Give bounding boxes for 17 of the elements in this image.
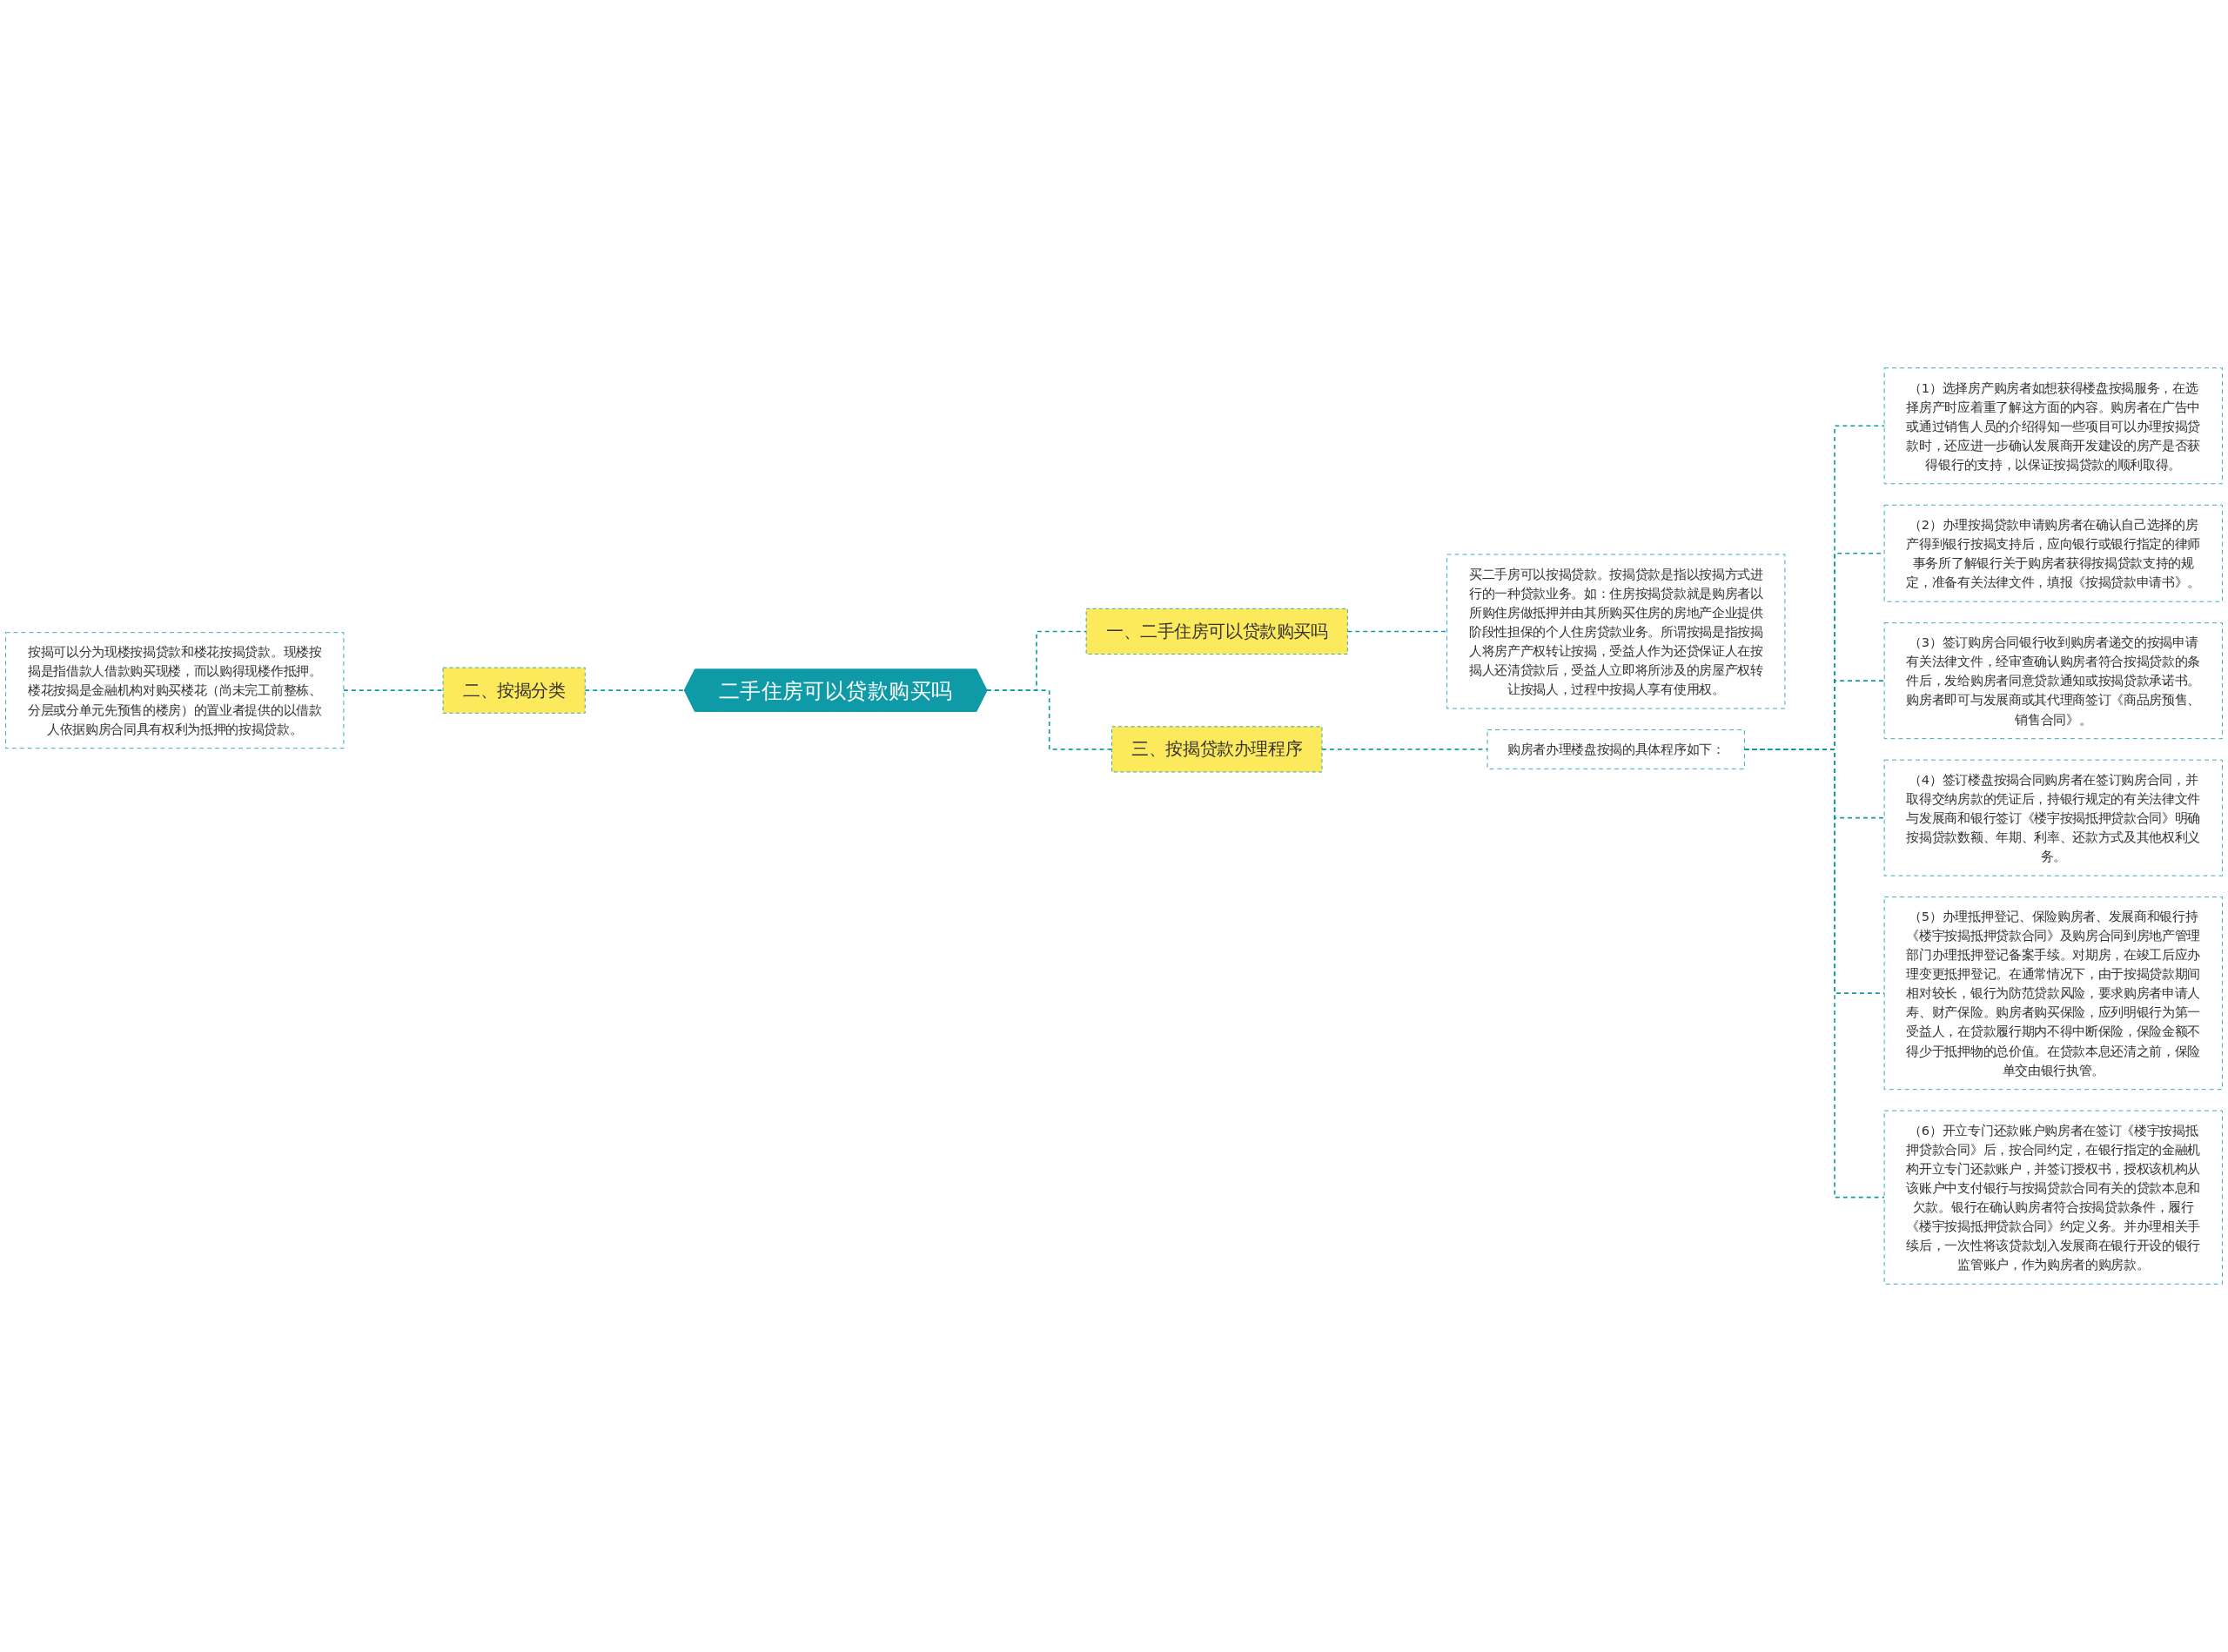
connector: [343, 689, 444, 691]
node-box: 购房者办理楼盘按揭的具体程序如下：: [1486, 729, 1745, 769]
connector: [1321, 749, 1488, 750]
node-box: （5）办理抵押登记、保险购房者、发展商和银行持《楼宇按揭抵押贷款合同》及购房合同到房地产管理部门办理抵押登记备案手续。对期房，在竣工后应办理变更抵押登记。在通常情况下，由于按揭贷款期间相对较长，银行为防范贷款风险，要求购房者申请人寿、财产保险。购房者购买保险，应列明银行为第一受益人，在贷款履行期内不得中断保险，保险金额不得少于抵押物的总价值。在贷款本息还清之前，保险单交由银行执管。: [1883, 897, 2223, 1091]
node-box: （6）开立专门还款账户购房者在签订《楼宇按揭抵押贷款合同》后，按合同约定，在银行指定的金融机构开立专门还款账户，并签订授权书，授权该机构从该账户中支付银行与按揭贷款合同有关的贷款本息和欠款。银行在确认购房者符合按揭贷款条件，履行《楼宇按揭抵押贷款合同》约定义务。并办理相关手续后，一次性将该贷款划入发展商在银行开设的银行监管账户，作为购房者的购房款。: [1883, 1110, 2223, 1285]
node-box: 二、按揭分类: [442, 667, 586, 714]
node-box: 买二手房可以按揭贷款。按揭贷款是指以按揭方式进行的一种贷款业务。如：住房按揭贷款就是购房者以所购住房做抵押并由其所购买住房的房地产企业提供阶段性担保的个人住房贷款业务。所谓按揭是指按揭人将房产产权转让按揭，受益人作为还贷保证人在按揭人还清贷款后，受益人立即将所涉及的房屋产权转让按揭人，过程中按揭人享有使用权。: [1446, 554, 1786, 709]
connector: [1346, 630, 1448, 633]
node-box: 一、二手住房可以贷款购买吗: [1085, 608, 1348, 655]
node-box: （1）选择房产购房者如想获得楼盘按揭服务，在选择房产时应着重了解这方面的内容。购房者在广告中或通过销售人员的介绍得知一些项目可以办理按揭贷款时，还应进一步确认发展商开发建设的房产是否获得银行的支持，以保证按揭贷款的顺利取得。: [1883, 367, 2223, 485]
node-box: （3）签订购房合同银行收到购房者递交的按揭申请有关法律文件，经审查确认购房者符合按揭贷款的条件后，发给购房者同意贷款通知或按揭贷款承诺书。购房者即可与发展商或其代理商签订《商品房预售、销售合同》。: [1883, 622, 2223, 740]
node-box: （2）办理按揭贷款申请购房者在确认自己选择的房产得到银行按揭支持后，应向银行或银行指定的律师事务所了解银行关于购房者获得按揭贷款支持的规定，准备有关法律文件，填报《按揭贷款申请书》。: [1883, 504, 2223, 602]
node-box: 三、按揭贷款办理程序: [1111, 726, 1323, 773]
connector: [584, 689, 686, 691]
node-box: 按揭可以分为现楼按揭贷款和楼花按揭贷款。现楼按揭是指借款人借款购买现楼，而以购得现楼作抵押。楼花按揭是金融机构对购买楼花（尚未完工前整栋、分层或分单元先预售的楼房）的置业者提供的以借款人依据购房合同具有权利为抵押的按揭贷款。: [5, 632, 345, 749]
connector: [986, 689, 1113, 750]
node-box: （4）签订楼盘按揭合同购房者在签订购房合同，并取得交纳房款的凭证后，持银行规定的有关法律文件与发展商和银行签订《楼宇按揭抵押贷款合同》明确按揭贷款数额、年期、利率、还款方式及其他权利义务。: [1883, 759, 2223, 876]
